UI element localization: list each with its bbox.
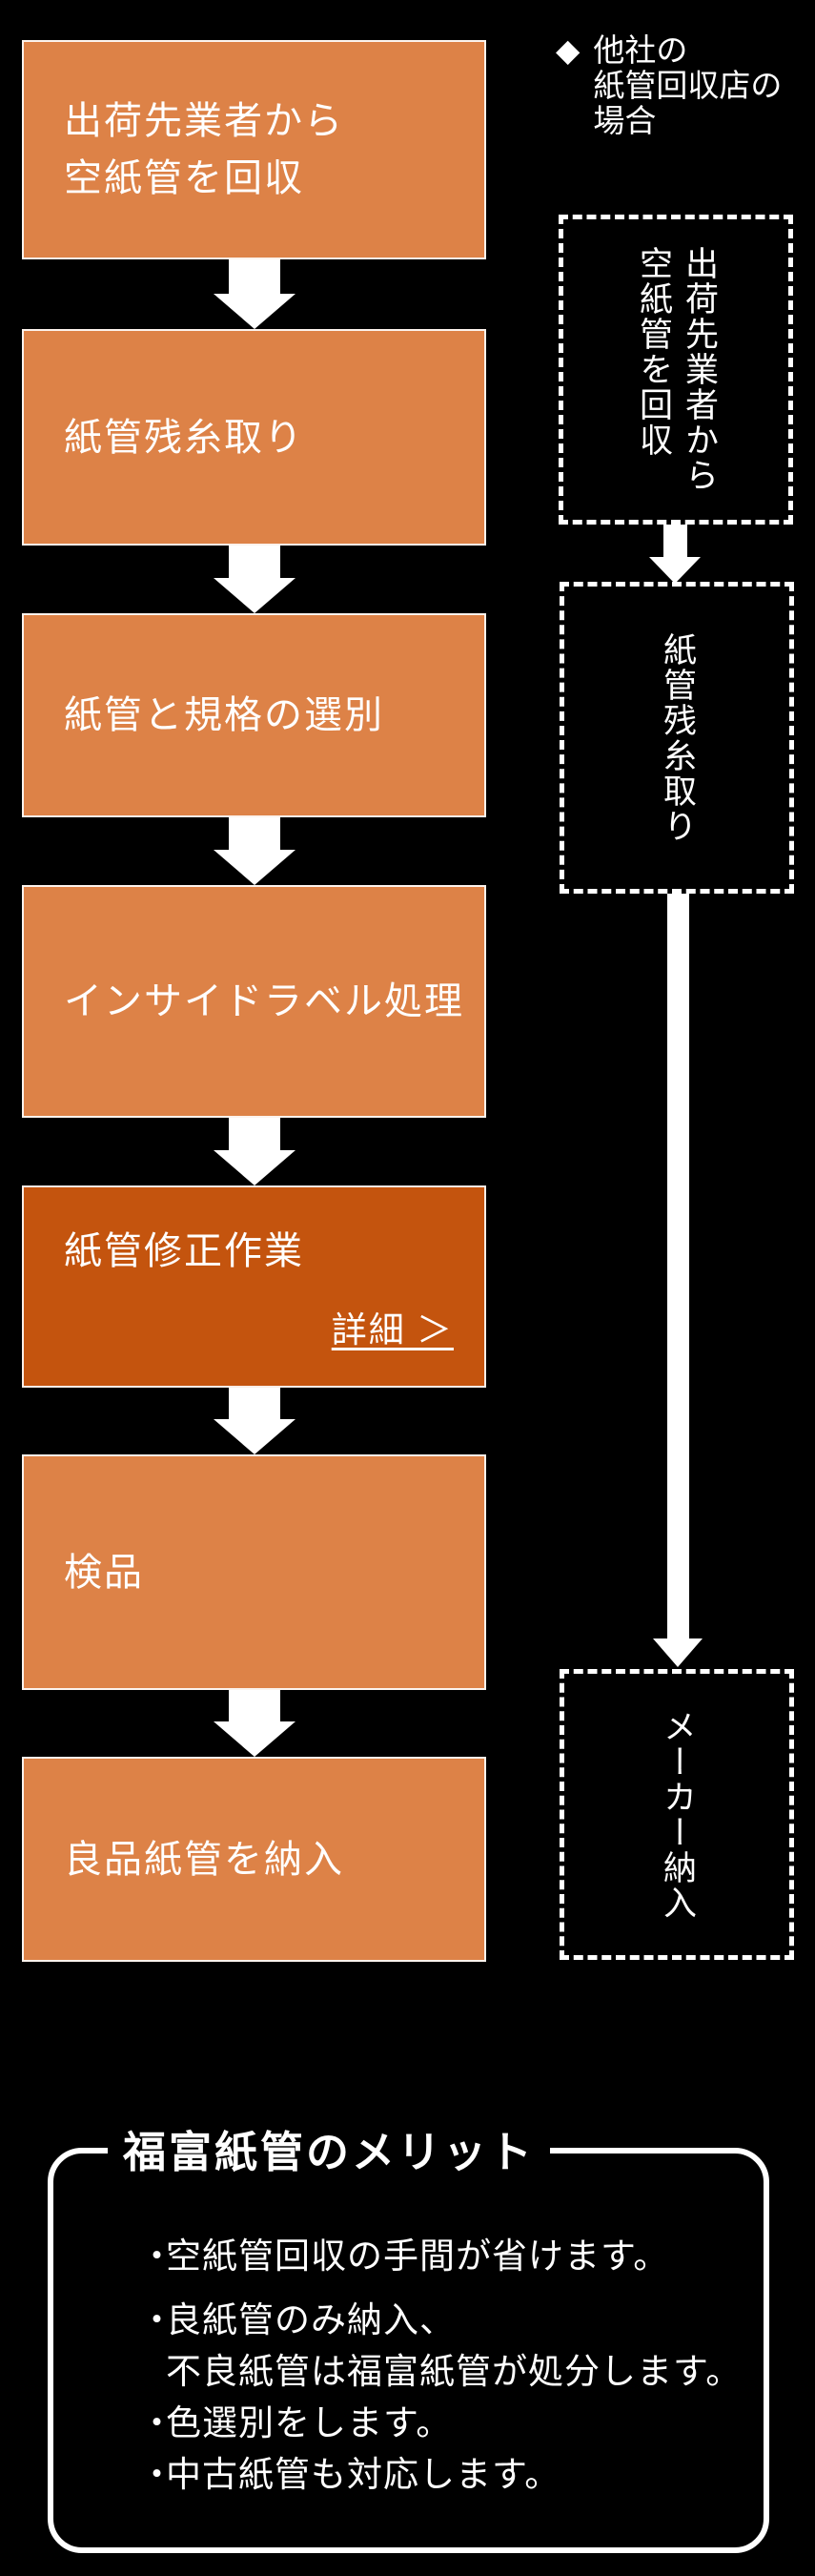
flow-step-thread-removal-box: 紙管残糸取り	[22, 329, 486, 546]
flow-step-delivery-label: 良品紙管を納入	[64, 1837, 344, 1881]
other-flow-maker-delivery-box: メーカー納入	[560, 1669, 794, 1960]
other-company-heading: ◆ 他社の 紙管回収店の 場合	[556, 34, 805, 140]
other-flow-collect-label: 出荷先業者から 空紙管を回収	[635, 246, 718, 493]
merit-item: ・ 良紙管のみ納入、 不良紙管は福富紙管が処分します。	[139, 2296, 744, 2399]
other-flow-maker-delivery-label: メーカー納入	[659, 1708, 696, 1921]
other-flow-collect-box: 出荷先業者から 空紙管を回収	[559, 215, 793, 525]
down-arrow-icon	[649, 525, 701, 584]
dot-bullet-icon: ・	[139, 2404, 175, 2443]
diamond-bullet-icon: ◆	[556, 34, 581, 69]
other-flow-thread-removal-box: 紙管残糸取り	[560, 582, 794, 894]
down-arrow-icon	[214, 817, 295, 885]
merit-item: ・ 色選別をします。	[139, 2399, 744, 2450]
other-company-heading-label: 他社の 紙管回収店の 場合	[593, 34, 783, 139]
down-arrow-icon	[214, 1388, 295, 1454]
down-arrow-icon	[214, 1118, 295, 1185]
flow-step-inspection-box: 検品	[22, 1454, 486, 1690]
merit-item-text: 良紙管のみ納入、 不良紙管は福富紙管が処分します。	[166, 2301, 743, 2392]
merit-item: ・ 中古紙管も対応します。	[139, 2450, 744, 2502]
merits-title: 福富紙管のメリット	[108, 2129, 551, 2176]
flow-step-inside-label-box: インサイドラベル処理	[22, 885, 486, 1118]
merit-item: ・ 空紙管回収の手間が省けます。	[139, 2232, 744, 2283]
flow-step-sorting-label: 紙管と規格の選別	[64, 693, 384, 736]
merits-box: 福富紙管のメリット ・ 空紙管回収の手間が省けます。 ・ 良紙管のみ納入、 不良…	[48, 2129, 769, 2553]
dot-bullet-icon: ・	[139, 2237, 175, 2277]
dot-bullet-icon: ・	[139, 2301, 175, 2340]
down-arrow-icon	[214, 1690, 295, 1757]
down-arrow-icon	[214, 546, 295, 613]
long-down-arrow-icon	[653, 894, 703, 1667]
flow-step-inside-label-label: インサイドラベル処理	[64, 979, 464, 1022]
other-flow-thread-removal-label: 紙管残糸取り	[659, 631, 696, 844]
merit-item-text: 色選別をします。	[166, 2404, 453, 2443]
flow-step-inspection-label: 検品	[64, 1550, 144, 1594]
flow-step-thread-removal-label: 紙管残糸取り	[64, 415, 304, 459]
down-arrow-icon	[214, 259, 295, 329]
detail-link[interactable]: 詳細 ＞	[331, 1311, 454, 1350]
merits-list: ・ 空紙管回収の手間が省けます。 ・ 良紙管のみ納入、 不良紙管は福富紙管が処分…	[139, 2232, 744, 2502]
flow-step-collect-box: 出荷先業者から 空紙管を回収	[22, 40, 486, 259]
flow-step-collect-label: 出荷先業者から 空紙管を回収	[64, 99, 344, 199]
flow-step-repair-box: 紙管修正作業 詳細 ＞	[22, 1185, 486, 1388]
flow-step-sorting-box: 紙管と規格の選別	[22, 613, 486, 817]
dot-bullet-icon: ・	[139, 2456, 175, 2495]
flow-step-delivery-box: 良品紙管を納入	[22, 1757, 486, 1962]
merit-item-text: 中古紙管も対応します。	[166, 2456, 561, 2495]
flow-step-repair-label: 紙管修正作業	[64, 1229, 304, 1272]
merit-item-text: 空紙管回収の手間が省けます。	[166, 2237, 670, 2277]
